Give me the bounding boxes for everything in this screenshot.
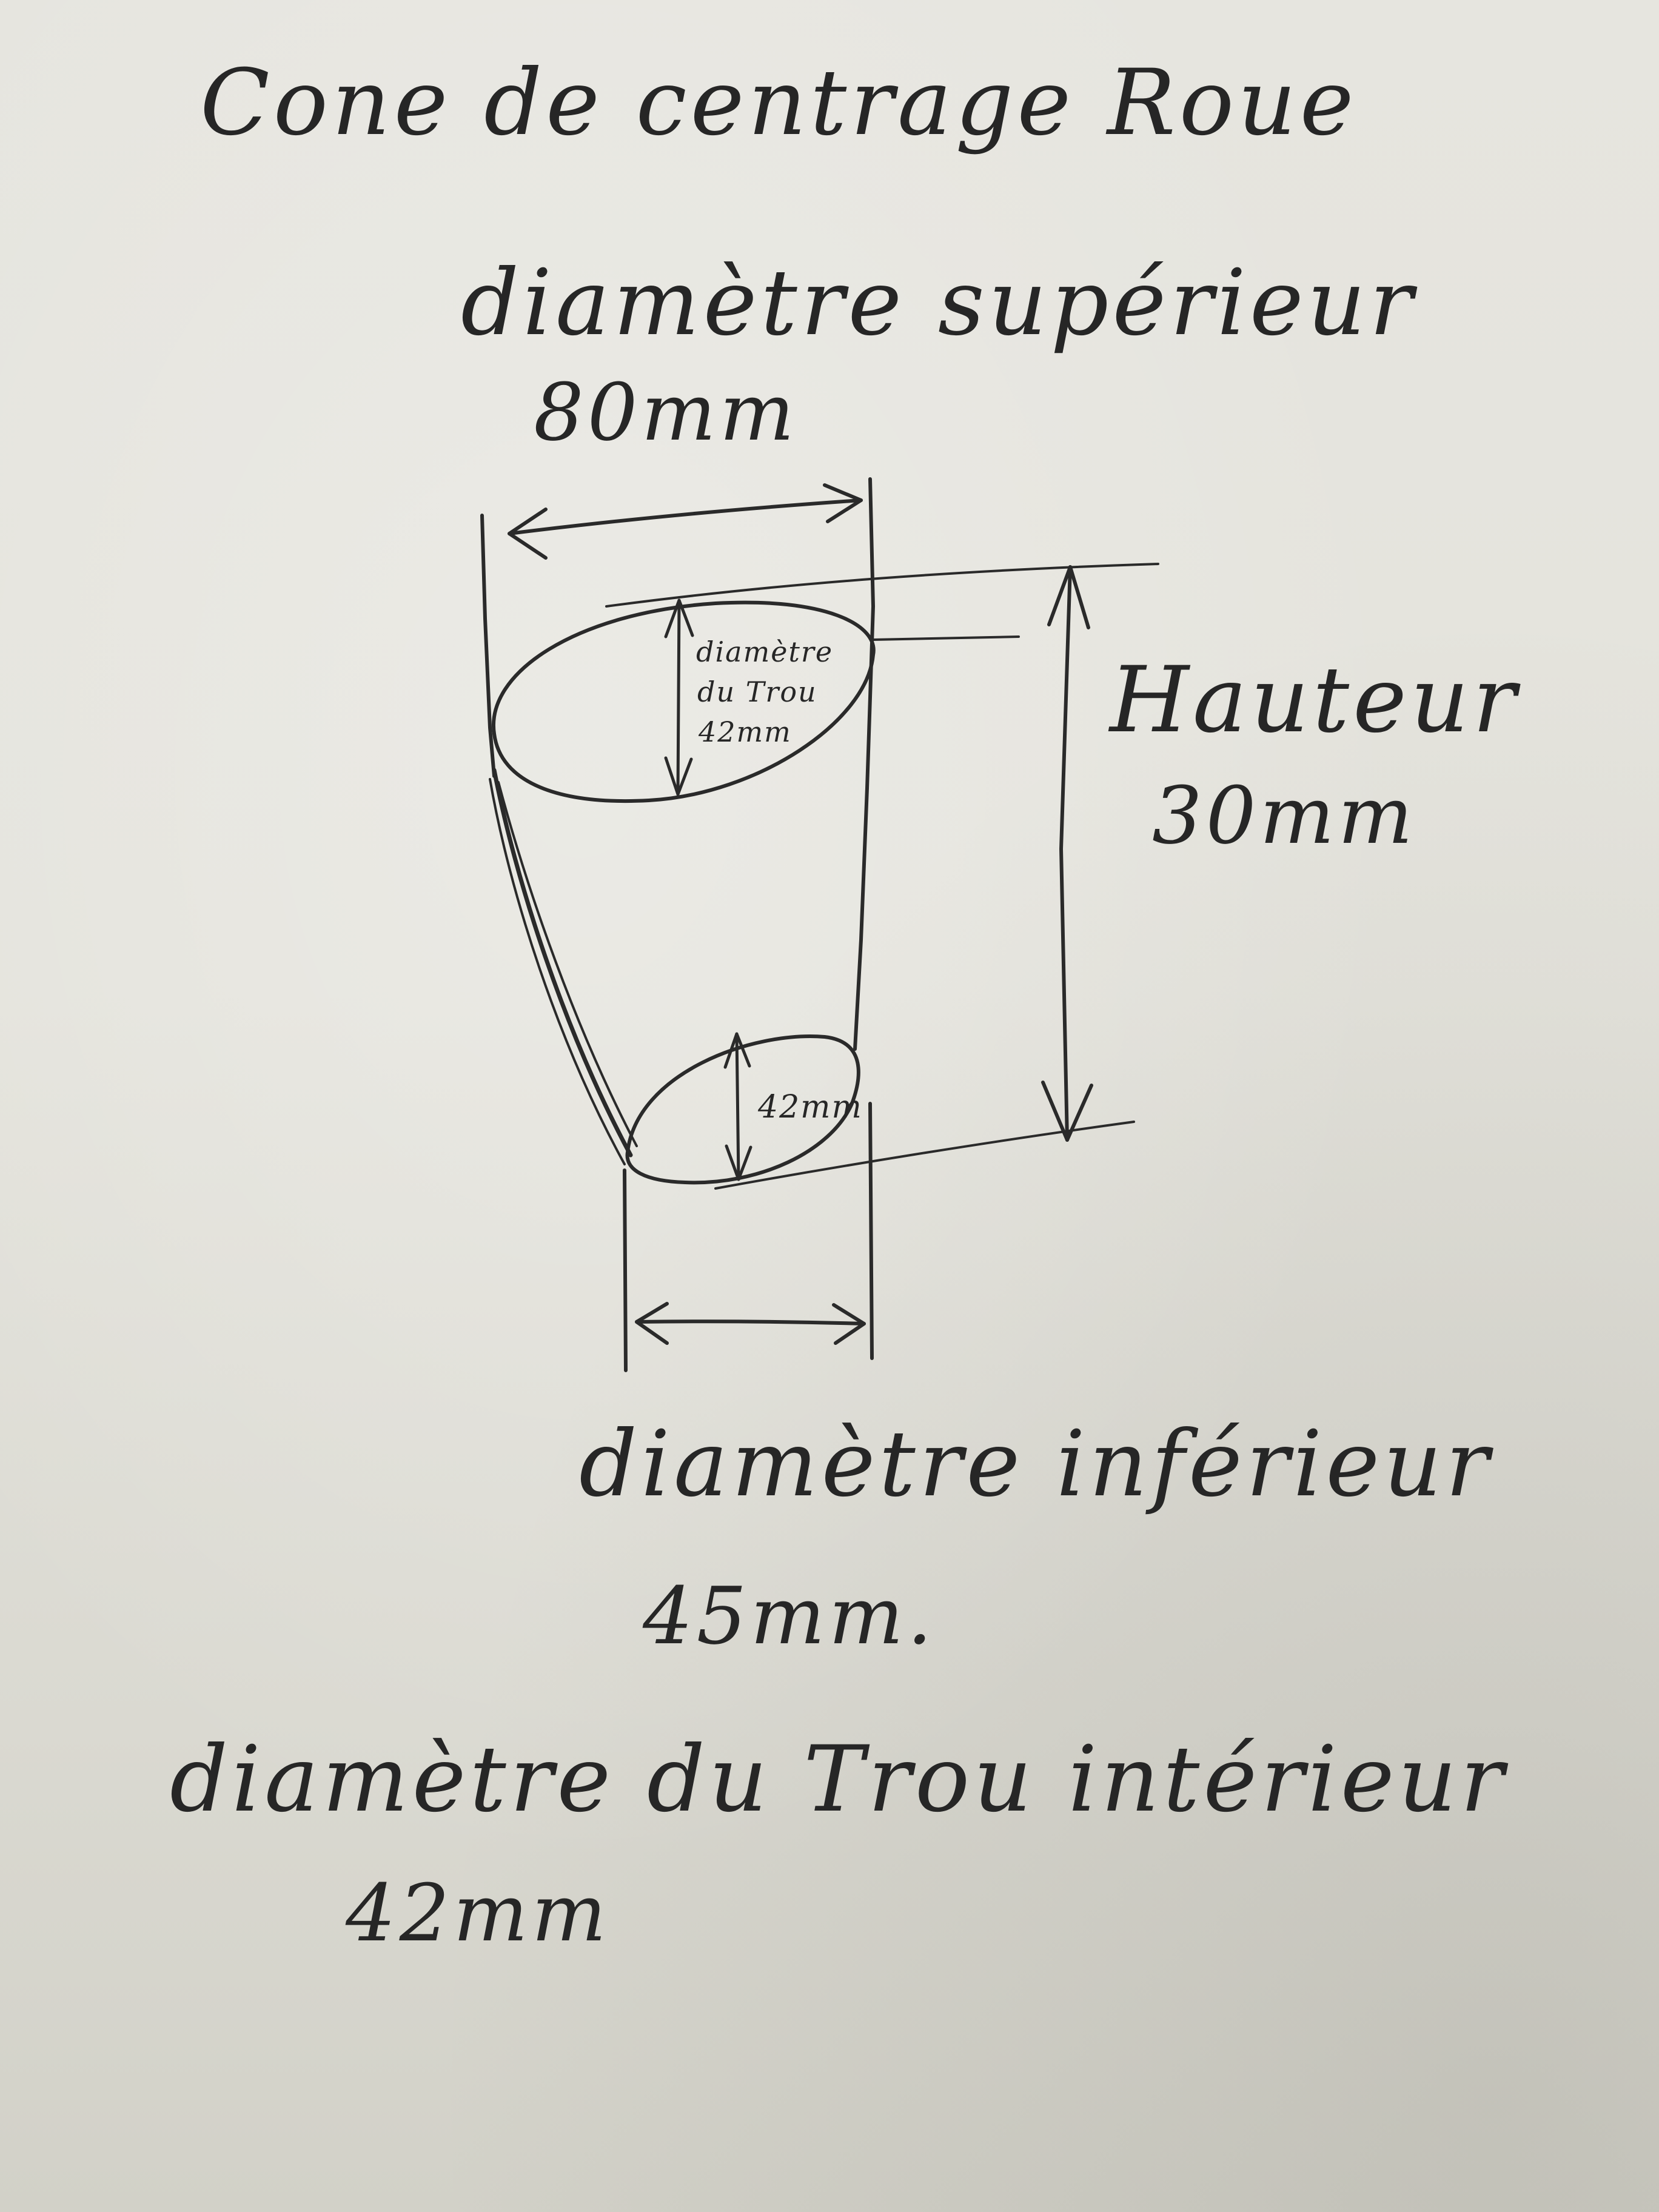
- bottom-diameter-arrow: [635, 1319, 866, 1326]
- bottom-ellipse: [625, 1034, 860, 1185]
- height-arrow: [1059, 565, 1072, 1142]
- hole-diameter-label: diamètre du Trou intérieur: [170, 1727, 1507, 1832]
- inner-bottom-annotation: 42mm: [758, 1089, 863, 1125]
- bottom-left-extension: [623, 1168, 628, 1372]
- top-diameter-value: 80mm: [534, 366, 798, 458]
- sheet-title: Cone de centrage Roue: [200, 50, 1358, 156]
- height-value: 30mm: [1152, 769, 1416, 862]
- height-extension-bottom: [714, 1121, 1135, 1190]
- hole-diameter-value: 42mm: [346, 1867, 610, 1959]
- bottom-diameter-label: diamètre inférieur: [579, 1412, 1493, 1517]
- inner-top-annotation-line-3: 42mm: [699, 716, 792, 748]
- inner-top-arrow: [676, 598, 681, 796]
- inner-top-annotation-line-2: du Trou: [697, 675, 817, 708]
- cone-left-edge: [480, 514, 496, 778]
- inner-top-annotation-line-1: diamètre: [696, 635, 834, 668]
- bottom-diameter-value: 45mm.: [643, 1570, 936, 1662]
- cone-right-edge: [853, 477, 875, 1051]
- bottom-right-extension: [868, 1102, 874, 1360]
- height-label: Hauteur: [1110, 648, 1520, 753]
- inner-bottom-arrow: [735, 1032, 740, 1181]
- top-ellipse: [491, 600, 876, 803]
- cone-left-taper: [492, 768, 633, 1158]
- height-extension-top: [605, 563, 1159, 608]
- top-diameter-label: diamètre supérieur: [461, 250, 1416, 356]
- top-diameter-arrow: [508, 498, 863, 535]
